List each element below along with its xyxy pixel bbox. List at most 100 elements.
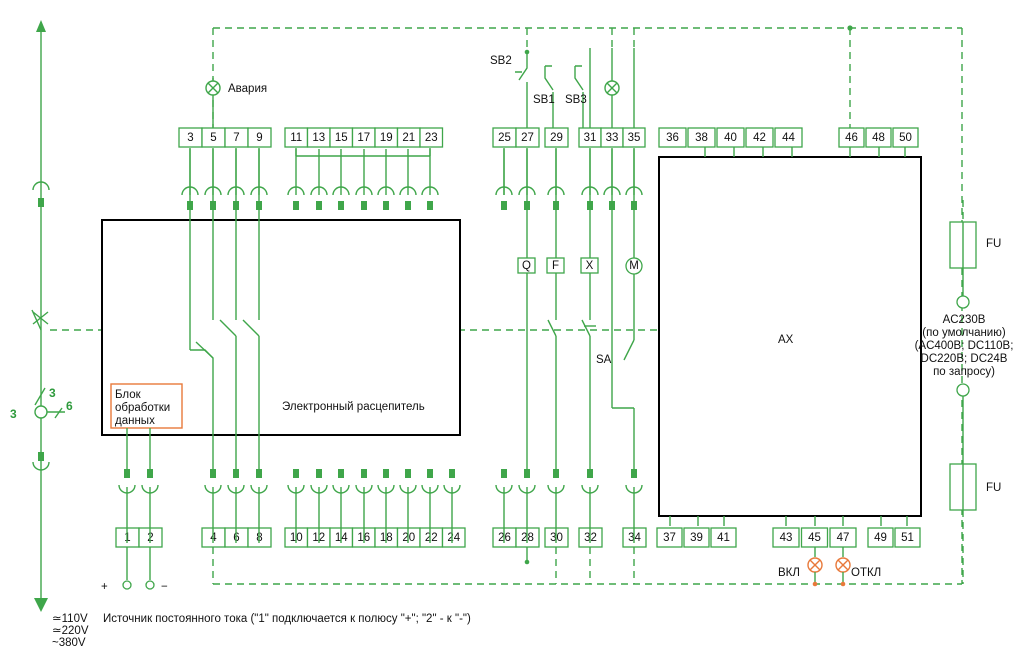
plug-pin bbox=[501, 201, 507, 210]
plug-pin bbox=[210, 469, 216, 478]
plug-pin bbox=[233, 201, 239, 210]
ax-wires bbox=[669, 147, 908, 526]
ax-label: AX bbox=[778, 334, 794, 346]
terminal-number: 22 bbox=[425, 532, 438, 544]
data-processing-block bbox=[110, 383, 183, 429]
ct-label-right: 6 bbox=[66, 399, 73, 413]
alarm-label: Авария bbox=[228, 83, 267, 95]
on-off-lamps: ВКЛ ОТКЛ bbox=[778, 547, 881, 587]
terminal-box bbox=[419, 127, 444, 148]
terminal-number: 34 bbox=[628, 532, 641, 544]
terminal-circle-icon bbox=[956, 383, 970, 397]
coils: Q F X M bbox=[517, 257, 643, 275]
terminal-number: 46 bbox=[845, 132, 858, 144]
plus-label: + bbox=[101, 581, 108, 593]
terminal-box bbox=[247, 127, 272, 148]
terminal-box bbox=[622, 127, 646, 148]
terminal-box bbox=[687, 127, 716, 148]
volt-380: ~380V bbox=[52, 637, 86, 649]
plug-pin bbox=[631, 469, 637, 478]
terminal-circle-icon bbox=[956, 295, 970, 309]
plug-pin bbox=[524, 201, 530, 210]
terminal-number: 19 bbox=[380, 132, 393, 144]
terminal-number: 50 bbox=[899, 132, 912, 144]
plug-pin bbox=[501, 469, 507, 478]
terminal-number: 25 bbox=[498, 132, 511, 144]
terminal-box bbox=[865, 127, 892, 148]
terminal-number: 20 bbox=[402, 532, 415, 544]
terminal-box bbox=[745, 127, 774, 148]
ct-label-left: 3 bbox=[10, 407, 17, 421]
plug-pin bbox=[361, 201, 367, 210]
terminal-number: 29 bbox=[550, 132, 563, 144]
plug-pin bbox=[405, 201, 411, 210]
terminal-box bbox=[774, 127, 803, 148]
plug-pin bbox=[449, 469, 455, 478]
sb2-label: SB2 bbox=[490, 55, 512, 67]
on-label: ВКЛ bbox=[778, 567, 800, 579]
sb1-label: SB1 bbox=[533, 94, 555, 106]
footer-note: Источник постоянного тока ("1" подключае… bbox=[103, 613, 471, 625]
terminal-box bbox=[892, 127, 919, 148]
terminal-box bbox=[772, 527, 800, 548]
terminal-box bbox=[515, 127, 540, 148]
terminal-number: 40 bbox=[724, 132, 737, 144]
terminal-box bbox=[683, 527, 710, 548]
plug-pin bbox=[609, 201, 615, 210]
plug-pin bbox=[293, 469, 299, 478]
plug-pin bbox=[383, 469, 389, 478]
plug-pin bbox=[405, 469, 411, 478]
terminal-box bbox=[867, 527, 894, 548]
terminal-number: 13 bbox=[312, 132, 325, 144]
terminal-number: 15 bbox=[335, 132, 348, 144]
coil-q-label: Q bbox=[522, 260, 531, 272]
motor-label: M bbox=[629, 260, 639, 272]
terminal-number: 41 bbox=[717, 532, 730, 544]
terminal-number: 9 bbox=[256, 132, 262, 144]
plug-pin bbox=[361, 469, 367, 478]
supply-line5: по запросу) bbox=[933, 366, 995, 378]
terminal-number: 42 bbox=[753, 132, 766, 144]
plug-socket-icon bbox=[32, 181, 50, 191]
plugs-layer bbox=[118, 149, 643, 543]
terminal-number: 51 bbox=[901, 532, 914, 544]
terminal-box bbox=[544, 127, 569, 148]
plug-pin bbox=[293, 201, 299, 210]
terminal-number: 38 bbox=[695, 132, 708, 144]
volt-220: ≃220V bbox=[52, 625, 89, 637]
terminal-number: 45 bbox=[808, 532, 821, 544]
terminal-number: 27 bbox=[521, 132, 534, 144]
plug-pin bbox=[631, 201, 637, 210]
main-power-line: 3 3 6 bbox=[10, 20, 73, 612]
plug-pin bbox=[256, 201, 262, 210]
supply-line4: DC220B; DC24B bbox=[921, 353, 1008, 365]
terminal-number: 44 bbox=[782, 132, 795, 144]
terminal-number: 24 bbox=[447, 532, 460, 544]
terminal-number: 47 bbox=[837, 532, 850, 544]
plug-pin bbox=[338, 469, 344, 478]
plug-pin bbox=[124, 469, 130, 478]
ax-block bbox=[658, 156, 922, 517]
arrow-down-icon bbox=[34, 598, 48, 612]
plug-pin bbox=[210, 201, 216, 210]
terminal-number: 33 bbox=[606, 132, 619, 144]
terminal-number: 5 bbox=[210, 132, 216, 144]
alarm-lamp: Авария bbox=[205, 78, 267, 130]
terminal-number: 7 bbox=[233, 132, 239, 144]
supply-line1: AC230B bbox=[943, 314, 986, 326]
terminal-number: 39 bbox=[690, 532, 703, 544]
terminal-number: 31 bbox=[584, 132, 597, 144]
wires-group-right: SA bbox=[503, 148, 635, 470]
terminal-box bbox=[656, 527, 683, 548]
plug-pin bbox=[383, 201, 389, 210]
terminal-number: 4 bbox=[210, 532, 217, 544]
terminal-box bbox=[800, 527, 829, 548]
terminal-number: 35 bbox=[628, 132, 641, 144]
plug-pin bbox=[524, 469, 530, 478]
terminal-number: 23 bbox=[425, 132, 438, 144]
terminal-number: 36 bbox=[666, 132, 679, 144]
data-block-line2: обработки bbox=[115, 402, 170, 414]
coil-x bbox=[580, 257, 599, 274]
